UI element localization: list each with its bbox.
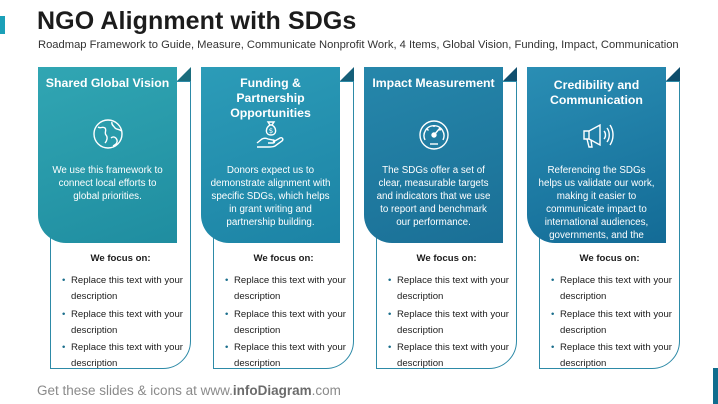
- list-item: • Replace this text with your description: [213, 340, 354, 372]
- corner-fold: [177, 67, 191, 81]
- card-credibility-communication: Credibility and Communication Referencin…: [527, 67, 680, 369]
- card-impact-measurement: Impact Measurement The SDGs offer a set …: [364, 67, 517, 369]
- bullet-icon: •: [388, 275, 392, 286]
- bullet-icon: •: [225, 275, 229, 286]
- card-title: Credibility and Communication: [550, 78, 643, 107]
- focus-section: We focus on: • Replace this text with you…: [213, 253, 354, 374]
- footer-credit: Get these slides & icons at www.infoDiag…: [37, 383, 341, 398]
- focus-label: We focus on:: [416, 253, 477, 264]
- focus-list: • Replace this text with your description…: [213, 273, 354, 372]
- list-item-text: Replace this text with your description: [560, 342, 672, 369]
- card-shared-global-vision: Shared Global Vision We use this framewo…: [38, 67, 191, 369]
- list-item: • Replace this text with your description: [213, 307, 354, 339]
- focus-list: • Replace this text with your description…: [376, 273, 517, 372]
- list-item: • Replace this text with your description: [539, 307, 680, 339]
- list-item: • Replace this text with your description: [50, 273, 191, 305]
- list-item: • Replace this text with your description: [376, 340, 517, 372]
- card-header: Shared Global Vision We use this framewo…: [38, 67, 177, 243]
- globe-icon: [92, 119, 123, 149]
- bullet-icon: •: [551, 275, 555, 286]
- bullet-icon: •: [62, 308, 66, 320]
- card-funding-partnership: Funding & Partnership Opportunities $ Do…: [201, 67, 354, 369]
- page-title: NGO Alignment with SDGs: [37, 7, 357, 35]
- list-item-text: Replace this text with your description: [71, 275, 183, 302]
- list-item-text: Replace this text with your description: [71, 308, 183, 336]
- gauge-icon: [418, 120, 449, 150]
- bullet-icon: •: [551, 308, 555, 320]
- focus-label: We focus on:: [90, 253, 151, 264]
- focus-list: • Replace this text with your description…: [539, 273, 680, 372]
- money-bag-hand-icon: $: [256, 121, 284, 148]
- megaphone-icon: [582, 123, 614, 148]
- bullet-icon: •: [62, 342, 66, 353]
- bullet-icon: •: [62, 275, 66, 286]
- footer-prefix: Get these slides & icons at www.: [37, 383, 233, 398]
- corner-fold: [503, 67, 517, 81]
- list-item-text: Replace this text with your description: [560, 275, 672, 302]
- corner-fold: [666, 67, 680, 81]
- list-item: • Replace this text with your description: [213, 273, 354, 305]
- card-header: Impact Measurement The SDGs offer a set …: [364, 67, 503, 243]
- footer-brand: infoDiagram: [232, 383, 312, 398]
- bullet-icon: •: [388, 308, 392, 320]
- card-description: Donors expect us to demonstrate alignmen…: [210, 165, 331, 228]
- list-item-text: Replace this text with your description: [234, 308, 346, 336]
- card-description: Referencing the SDGs helps us validate o…: [538, 165, 655, 254]
- list-item: • Replace this text with your description: [376, 273, 517, 305]
- card-description: We use this framework to connect local e…: [52, 165, 163, 202]
- focus-label: We focus on:: [579, 253, 640, 264]
- bullet-icon: •: [225, 308, 229, 320]
- corner-fold: [340, 67, 354, 81]
- focus-section: We focus on: • Replace this text with you…: [539, 253, 680, 374]
- list-item: • Replace this text with your description: [539, 273, 680, 305]
- list-item: • Replace this text with your description: [376, 307, 517, 339]
- focus-label: We focus on:: [253, 253, 314, 264]
- list-item-text: Replace this text with your description: [397, 275, 509, 302]
- focus-section: We focus on: • Replace this text with you…: [50, 253, 191, 374]
- list-item-text: Replace this text with your description: [71, 342, 183, 369]
- corner-accent: [713, 368, 718, 404]
- bullet-icon: •: [551, 342, 555, 353]
- list-item-text: Replace this text with your description: [397, 308, 509, 336]
- list-item-text: Replace this text with your description: [397, 342, 509, 369]
- list-item-text: Replace this text with your description: [234, 342, 346, 369]
- list-item: • Replace this text with your description: [50, 307, 191, 339]
- bullet-icon: •: [225, 342, 229, 353]
- svg-text:$: $: [268, 127, 272, 135]
- accent-marker: [0, 16, 5, 34]
- bullet-icon: •: [388, 342, 392, 353]
- card-title: Funding & Partnership Opportunities: [230, 76, 311, 120]
- list-item: • Replace this text with your description: [539, 340, 680, 372]
- card-title: Shared Global Vision: [45, 76, 170, 90]
- card-title: Impact Measurement: [372, 76, 495, 90]
- list-item: • Replace this text with your description: [50, 340, 191, 372]
- focus-list: • Replace this text with your description…: [50, 273, 191, 372]
- card-header: Credibility and Communication Referencin…: [527, 67, 666, 254]
- focus-section: We focus on: • Replace this text with you…: [376, 253, 517, 374]
- list-item-text: Replace this text with your description: [560, 308, 672, 336]
- list-item-text: Replace this text with your description: [234, 275, 346, 302]
- card-description: The SDGs offer a set of clear, measurabl…: [376, 165, 491, 228]
- card-header: Funding & Partnership Opportunities $ Do…: [201, 67, 340, 243]
- footer-suffix: .com: [311, 383, 341, 398]
- page-subtitle: Roadmap Framework to Guide, Measure, Com…: [38, 39, 679, 51]
